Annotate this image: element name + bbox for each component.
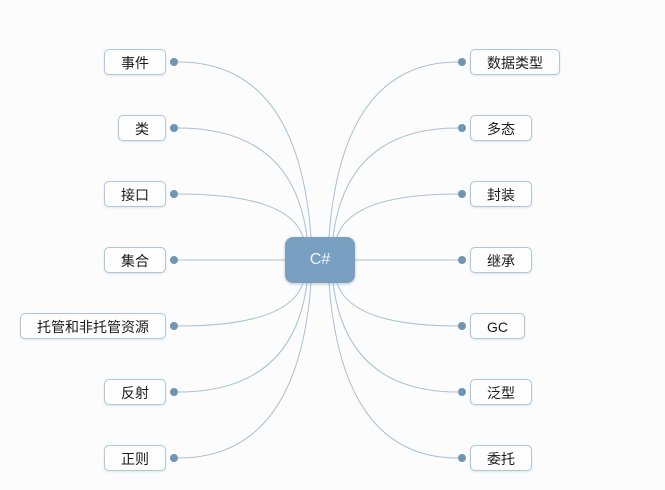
node-class[interactable]: 类 (118, 115, 166, 141)
node-gc[interactable]: GC (470, 313, 525, 339)
connector-right-gc (336, 282, 459, 327)
dot-managed-resources (170, 322, 178, 330)
dot-data-types (458, 58, 466, 66)
connector-right-generics (332, 282, 459, 393)
node-managed-unmanaged-resources[interactable]: 托管和非托管资源 (20, 313, 166, 339)
dot-encapsulation (458, 190, 466, 198)
node-interface[interactable]: 接口 (104, 181, 166, 207)
dot-events (170, 58, 178, 66)
connector-right-delegates (328, 282, 459, 459)
dot-polymorphism (458, 124, 466, 132)
node-data-types[interactable]: 数据类型 (470, 49, 560, 75)
connector-right-encapsulation (336, 193, 459, 238)
dot-interface (170, 190, 178, 198)
node-encapsulation[interactable]: 封装 (470, 181, 532, 207)
dot-delegates (458, 454, 466, 462)
connector-left-interface (177, 193, 304, 238)
node-reflection[interactable]: 反射 (104, 379, 166, 405)
node-generics[interactable]: 泛型 (470, 379, 532, 405)
connector-right-polymorphism (332, 127, 459, 238)
connector-left-regex (177, 282, 312, 459)
node-events[interactable]: 事件 (104, 49, 166, 75)
connection-dots (170, 58, 466, 462)
node-polymorphism[interactable]: 多态 (470, 115, 532, 141)
node-collections[interactable]: 集合 (104, 247, 166, 273)
node-delegates[interactable]: 委托 (470, 445, 532, 471)
node-csharp-center[interactable]: C# (285, 237, 355, 283)
node-regex[interactable]: 正则 (104, 445, 166, 471)
connector-right-data-types (328, 61, 459, 238)
dot-class (170, 124, 178, 132)
connector-left-class (177, 127, 308, 238)
dot-gc (458, 322, 466, 330)
connector-left-reflection (177, 282, 308, 393)
dot-regex (170, 454, 178, 462)
dot-generics (458, 388, 466, 396)
dot-reflection (170, 388, 178, 396)
dot-collections (170, 256, 178, 264)
dot-inheritance (458, 256, 466, 264)
connector-left-managed-resources (177, 282, 304, 327)
node-inheritance[interactable]: 继承 (470, 247, 532, 273)
connector-left-events (177, 61, 312, 238)
